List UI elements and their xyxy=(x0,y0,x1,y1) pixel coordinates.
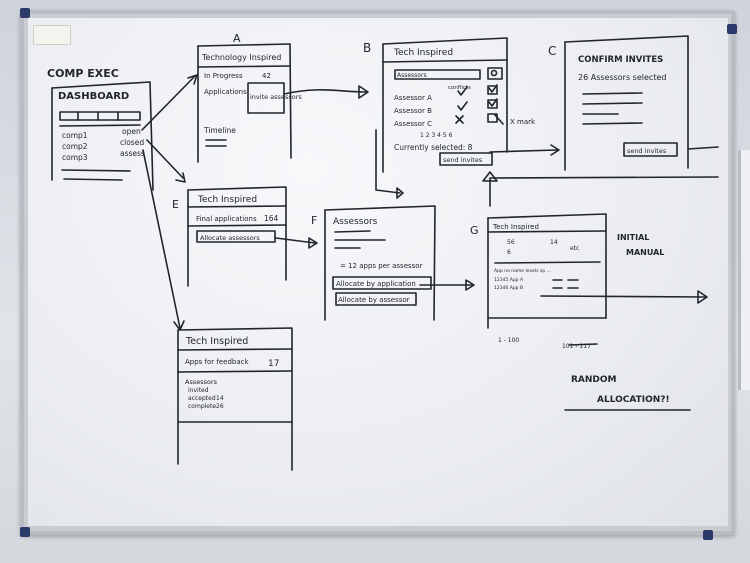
screen-b-conflicts: conflicts xyxy=(448,85,471,91)
screen-g-letter: G xyxy=(470,224,479,237)
screen-f-apps-per: = 12 apps per assessor xyxy=(340,262,423,270)
screen-f-letter: F xyxy=(311,214,317,227)
search-icon xyxy=(487,67,503,80)
screen-b-selected: Currently selected: 8 xyxy=(394,143,473,152)
board-sticker xyxy=(33,25,71,45)
note-manual: MANUAL xyxy=(626,248,664,257)
screen-c-title: CONFIRM INVITES xyxy=(578,55,663,65)
screen-a-count: 42 xyxy=(262,72,271,80)
invite-assessors-box xyxy=(247,82,285,114)
screen-g-value: 14 xyxy=(550,239,558,246)
adjacent-board-edge xyxy=(738,150,750,390)
assessor-row: Assessor C xyxy=(394,120,432,128)
dashboard-tabs xyxy=(59,111,141,121)
flow-arrow xyxy=(141,75,196,131)
screen-c-subtitle: 26 Assessors selected xyxy=(578,73,666,82)
screen-b-pages: 1 2 3 4 5 6 xyxy=(420,132,453,139)
screen-e-frame xyxy=(187,186,287,281)
screen-c-frame xyxy=(564,35,689,169)
screen-g-table-row: 12345 App A xyxy=(494,277,524,283)
flow-arrow xyxy=(142,149,181,329)
dashboard-row-name: comp1 xyxy=(62,131,88,140)
dashboard-row-name: comp3 xyxy=(62,153,88,162)
cross-icon xyxy=(455,115,464,124)
screen-g-frame xyxy=(487,213,607,319)
allocate-by-assessor-label: Allocate by assessor xyxy=(338,296,410,304)
screen-f-frame xyxy=(324,205,436,321)
invite-assessors-label: invite assessors xyxy=(250,93,302,101)
screen-g-range-left: 1 - 100 xyxy=(498,337,519,344)
screen-d-accepted-count: 14 xyxy=(216,395,224,402)
screen-a-frame xyxy=(197,43,292,159)
screen-a-applications: Applications xyxy=(204,88,247,96)
dashboard-row-status: closed xyxy=(120,138,144,147)
screen-e-final: Final applications xyxy=(196,215,257,223)
screen-g-table-head: App no name levels sp ... xyxy=(494,268,551,274)
send-invites-label: send invites xyxy=(443,156,483,164)
assessor-row: Assessor A xyxy=(394,94,432,102)
screen-d-accepted: accepted xyxy=(188,395,216,402)
screen-d-count: 17 xyxy=(268,359,279,369)
screen-a-title: Technology Inspired xyxy=(201,53,281,62)
flow-arrow xyxy=(540,295,707,298)
allocate-by-application-label: Allocate by application xyxy=(336,280,416,288)
screen-c-letter: C xyxy=(548,44,556,58)
screen-d-title: Tech Inspired xyxy=(185,336,248,347)
dashboard-row-name: comp2 xyxy=(62,142,88,151)
assessor-row: Assessor B xyxy=(394,107,432,115)
screen-b-note: X mark xyxy=(510,118,536,126)
screen-a-subtitle: In Progress xyxy=(204,72,243,80)
screen-d-invited: invited xyxy=(188,387,209,394)
screen-b-title: Tech Inspired xyxy=(393,48,453,58)
screen-g-value: 56 xyxy=(507,239,515,246)
flow-arrow xyxy=(489,149,558,153)
screen-g-title: Tech Inspired xyxy=(492,223,539,231)
send-invites-box xyxy=(439,152,493,166)
allocate-assessors-label: Allocate assessors xyxy=(200,234,260,242)
flow-arrow xyxy=(489,176,719,207)
screen-d-complete: complete xyxy=(188,403,216,410)
frame-corner xyxy=(20,527,30,537)
confirm-send-invites-label: send invites xyxy=(627,147,667,155)
screen-f-title: Assessors xyxy=(333,217,378,227)
screen-d-assessors: Assessors xyxy=(185,378,218,386)
screen-d-complete-count: 26 xyxy=(216,403,224,410)
flow-arrow xyxy=(146,139,184,179)
screen-b-search: Assessors xyxy=(397,72,427,79)
dashboard-row-status: assess xyxy=(120,149,145,158)
whiteboard-surface xyxy=(28,18,728,526)
frame-corner xyxy=(703,530,713,540)
note-allocation: ALLOCATION?! xyxy=(597,395,670,405)
dashboard-frame xyxy=(51,81,154,191)
screen-e-count: 164 xyxy=(264,214,279,223)
screen-e-letter: E xyxy=(172,198,179,211)
screen-a-timeline: Timeline xyxy=(203,126,236,135)
screen-a-letter: A xyxy=(233,32,241,45)
screen-g-table-row: 12346 App B xyxy=(494,285,523,291)
note-initial: INITIAL xyxy=(617,233,649,242)
screen-g-range-right: 101 - 117 xyxy=(562,343,591,350)
dashboard-title: DASHBOARD xyxy=(58,91,129,102)
frame-corner xyxy=(20,8,30,18)
dashboard-heading: COMP EXEC xyxy=(47,67,119,80)
screen-e-title: Tech Inspired xyxy=(197,195,257,205)
screen-b-frame xyxy=(382,37,508,153)
note-random: RANDOM xyxy=(571,375,617,385)
check-icon xyxy=(457,101,468,111)
screen-b-letter: B xyxy=(363,41,371,55)
frame-corner xyxy=(727,24,737,34)
screen-g-value: 6 xyxy=(507,249,511,256)
screen-g-suffix: etc xyxy=(570,245,579,252)
screen-d-apps-feedback: Apps for feedback xyxy=(185,358,250,366)
dashboard-row-status: open xyxy=(122,127,141,136)
flow-arrow xyxy=(375,129,401,194)
check-icon xyxy=(457,86,468,96)
